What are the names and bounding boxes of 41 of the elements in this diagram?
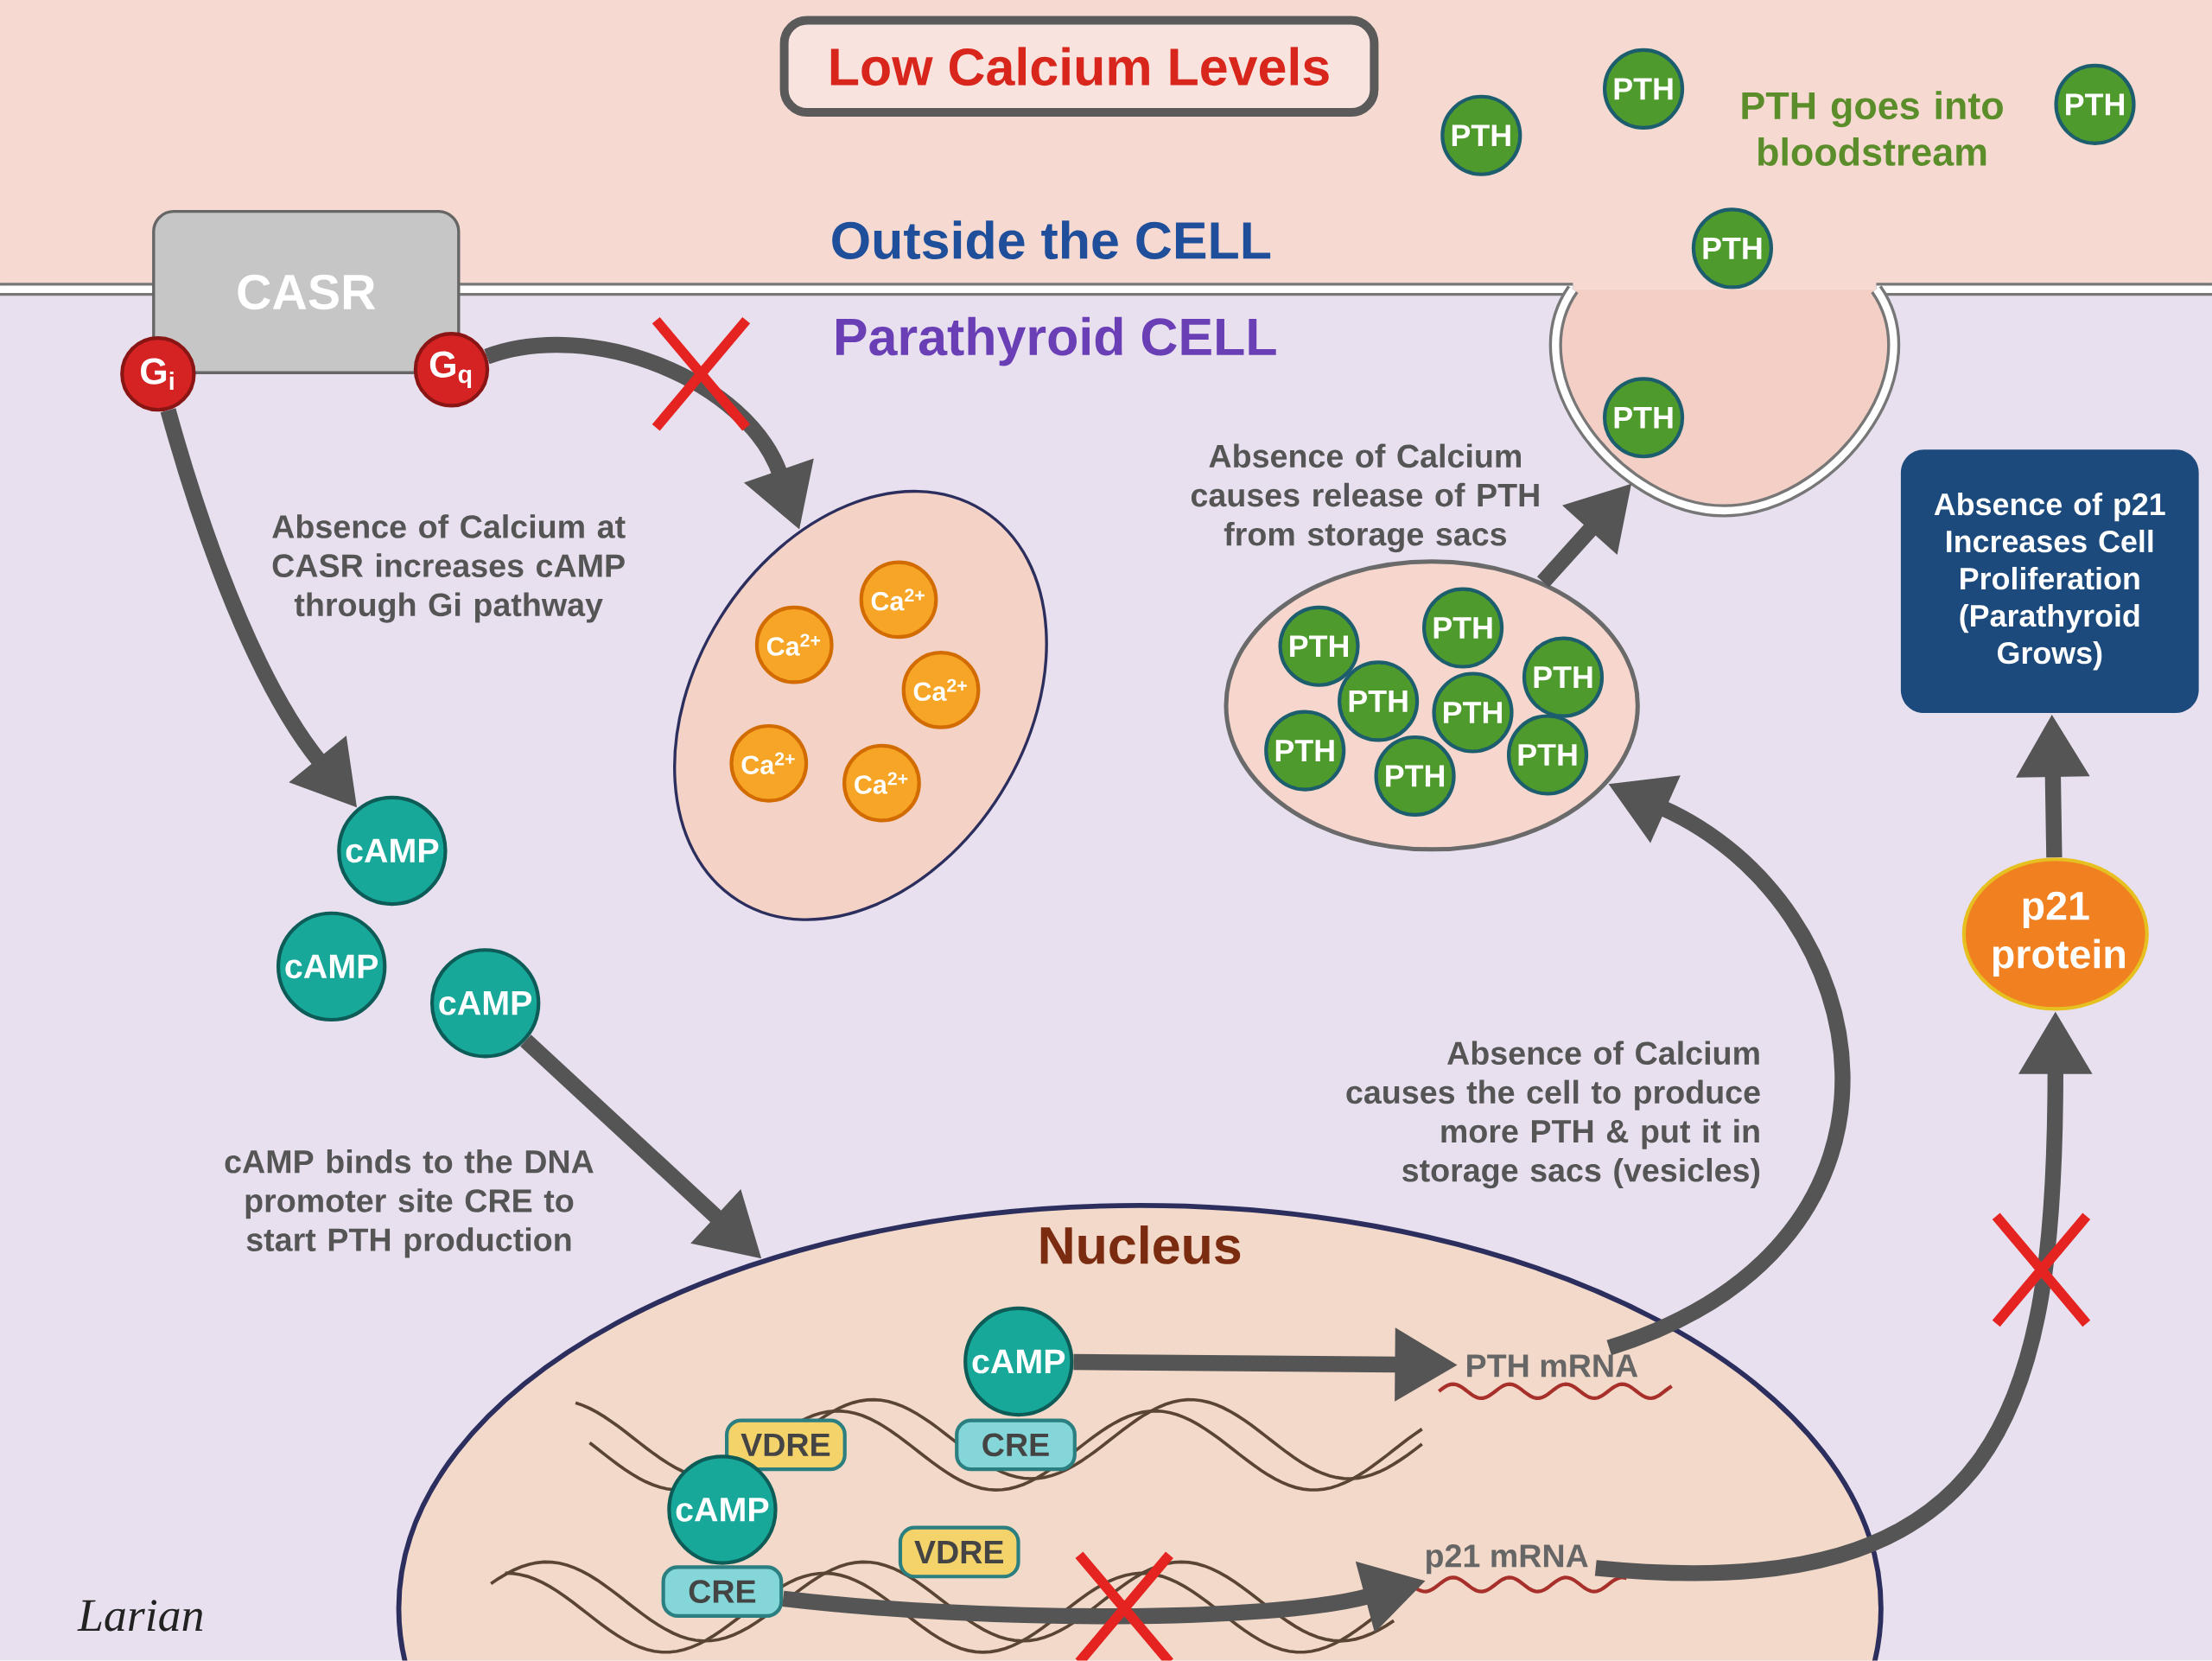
vdre-site: VDRE: [725, 1418, 847, 1472]
vdre-site: VDRE: [898, 1525, 1020, 1579]
cre-site: CRE: [661, 1565, 784, 1619]
pth-molecule: PTH: [1264, 710, 1346, 792]
annotation-text: Absence of Calcium causes release of PTH from storage sacs: [1191, 443, 1539, 553]
pth-molecule: PTH: [1691, 207, 1773, 290]
caption-text: PTH goes into bloodstream: [1742, 91, 2003, 167]
calcium-ion: Ca$^{2+}$: [859, 560, 938, 640]
pth-molecule: PTH: [1338, 660, 1420, 742]
protein-blob: p21 protein: [1961, 857, 2149, 1011]
mrna-label: p21 mRNA: [1427, 1544, 1588, 1575]
pth-molecule: PTH: [1422, 587, 1504, 669]
region-heading: Parathyroid CELL: [836, 316, 1276, 366]
mrna-label: PTH mRNA: [1467, 1354, 1638, 1378]
annotation-text: Absence of Calcium causes the cell to produce more PTH & put it in storage sacs (vesicles): [1346, 1041, 1760, 1189]
pth-molecule: PTH: [1374, 735, 1456, 818]
region-heading: Outside the CELL: [832, 220, 1271, 260]
pth-molecule: PTH: [1440, 94, 1522, 176]
pth-molecule: PTH: [1522, 636, 1605, 718]
pth-molecule: PTH: [1278, 605, 1360, 687]
calcium-ion: Ca$^{2+}$: [901, 651, 981, 729]
cre-site: CRE: [955, 1418, 1077, 1472]
pth-molecule: PTH: [1432, 671, 1514, 754]
camp-molecule: cAMP: [276, 911, 387, 1022]
calcium-ion: Ca$^{2+}$: [729, 724, 809, 803]
pth-molecule: PTH: [1603, 48, 1685, 130]
signature: Larian: [77, 1600, 203, 1632]
info-box: Absence of p21 Increases Cell Proliferation (Parathyroid Grows): [1900, 449, 2199, 714]
secretion-pocket: [1549, 283, 1900, 518]
g-protein: G$_{q}$: [413, 332, 490, 408]
title-box: Low Calcium Levels: [779, 16, 1379, 118]
pth-molecule: PTH: [1506, 714, 1589, 796]
calcium-ion: Ca$^{2+}$: [754, 605, 834, 684]
g-protein: G$_{i}$: [120, 336, 196, 412]
camp-molecule: cAMP: [337, 796, 448, 907]
camp-molecule: cAMP: [963, 1307, 1074, 1417]
pth-molecule: PTH: [2054, 63, 2136, 146]
annotation-text: Absence of Calcium at CASR increases cAMP through Gi pathway: [272, 514, 626, 623]
calcium-ion: Ca$^{2+}$: [842, 743, 921, 823]
camp-molecule: cAMP: [429, 948, 541, 1059]
pth-molecule: PTH: [1603, 377, 1685, 459]
